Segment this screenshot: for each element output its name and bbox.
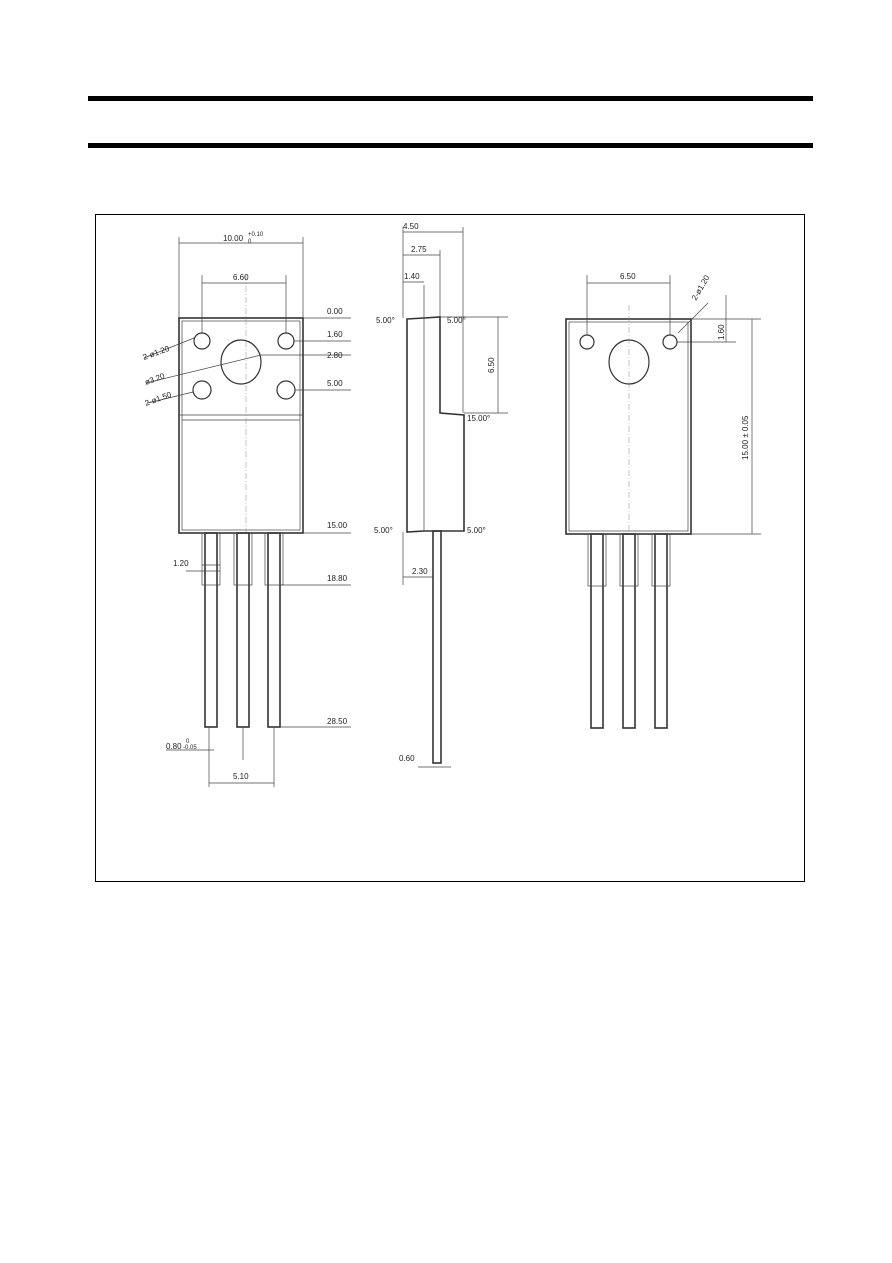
front-lead-2-wide <box>233 532 253 586</box>
front-lead-3 <box>267 532 281 728</box>
label-back-height: 15.00 ± 0.05 <box>741 415 750 460</box>
label-lead-thickness-tol-lower: -0.05 <box>183 745 197 751</box>
front-lead-2 <box>236 532 250 728</box>
back-lead-3-wide <box>651 533 671 587</box>
label-width-tol-upper: +0.10 <box>248 232 264 238</box>
label-side-angle-1: 5.00° <box>376 316 395 325</box>
label-side-lead-offset: 2.30 <box>412 567 428 576</box>
front-body-outline <box>178 317 304 534</box>
label-side-angle-3: 15.00° <box>467 414 490 423</box>
label-center-hole: ø3.20 <box>144 371 167 387</box>
label-side-angle-2: 5.00° <box>447 316 466 325</box>
package-outline-drawing: 10.00 +0.10 0 6.60 0.00 1.60 2.80 5.00 1… <box>142 222 761 787</box>
header-rule-top <box>88 96 813 101</box>
header-rule-bottom <box>88 143 813 148</box>
leader-small-holes-top <box>143 337 195 359</box>
back-body-inner-outline <box>568 321 689 532</box>
leader-small-holes-bottom <box>147 391 194 404</box>
label-dim-4: 15.00 <box>327 521 348 530</box>
front-lead-3-wide <box>264 532 284 586</box>
leader-center-hole <box>145 354 262 384</box>
label-small-holes-bottom: 2-ø1.50 <box>144 390 174 408</box>
label-dim-1: 1.60 <box>327 330 343 339</box>
label-side-thickness: 4.50 <box>403 222 419 231</box>
back-view: 6.50 2-ø1.20 1.60 15.00 ± 0.05 <box>565 272 761 729</box>
front-mounting-hole <box>220 339 262 385</box>
front-lead-1-wide <box>201 532 221 586</box>
label-dim-0: 0.00 <box>327 307 343 316</box>
front-small-hole-top-right <box>277 332 295 350</box>
label-small-holes-top: 2-ø1.20 <box>142 344 172 362</box>
back-lead-3 <box>654 533 668 729</box>
label-lead-width: 1.20 <box>173 559 189 568</box>
label-side-flange: 1.40 <box>404 272 420 281</box>
back-lead-2 <box>622 533 636 729</box>
label-dim-2: 2.80 <box>327 351 343 360</box>
label-back-hole-spacing: 6.50 <box>620 272 636 281</box>
label-width-tol-lower: 0 <box>248 239 252 245</box>
front-lead-1 <box>204 532 218 728</box>
front-view: 10.00 +0.10 0 6.60 0.00 1.60 2.80 5.00 1… <box>142 232 351 787</box>
back-lead-1-wide <box>587 533 607 587</box>
label-side-lead-thick: 0.60 <box>399 754 415 763</box>
front-small-hole-top-left <box>193 332 211 350</box>
back-body-outline <box>565 318 692 535</box>
label-lead-thickness: 0.80 <box>166 742 182 751</box>
back-lead-2-wide <box>619 533 639 587</box>
leader-back-holes <box>677 302 709 334</box>
label-lead-pitch: 5.10 <box>233 772 249 781</box>
side-lead <box>432 530 442 764</box>
front-body-inner-outline <box>181 320 301 531</box>
label-side-height: 6.50 <box>487 357 496 373</box>
label-back-holes: 2-ø1.20 <box>690 273 712 302</box>
label-hole-spacing: 6.60 <box>233 273 249 282</box>
front-small-hole-bottom-left <box>192 380 212 400</box>
label-side-angle-4: 5.00° <box>374 526 393 535</box>
side-view: 4.50 2.75 1.40 5.00° 5.00° 6.50 15.00° 5… <box>374 222 508 768</box>
label-lead-thickness-tol-upper: 0 <box>186 739 190 745</box>
back-lead-1 <box>590 533 604 729</box>
label-side-angle-5: 5.00° <box>467 526 486 535</box>
label-dim-5: 18.80 <box>327 574 348 583</box>
label-back-hole-offset: 1.60 <box>717 324 726 340</box>
label-width: 10.00 <box>223 234 244 243</box>
label-side-step: 2.75 <box>411 245 427 254</box>
back-small-hole-left <box>579 334 595 350</box>
side-body-outline <box>406 316 465 533</box>
label-dim-3: 5.00 <box>327 379 343 388</box>
front-small-hole-bottom-right <box>276 380 296 400</box>
package-drawing-frame: 10.00 +0.10 0 6.60 0.00 1.60 2.80 5.00 1… <box>95 214 805 882</box>
back-small-hole-right <box>662 334 678 350</box>
label-dim-6: 28.50 <box>327 717 348 726</box>
